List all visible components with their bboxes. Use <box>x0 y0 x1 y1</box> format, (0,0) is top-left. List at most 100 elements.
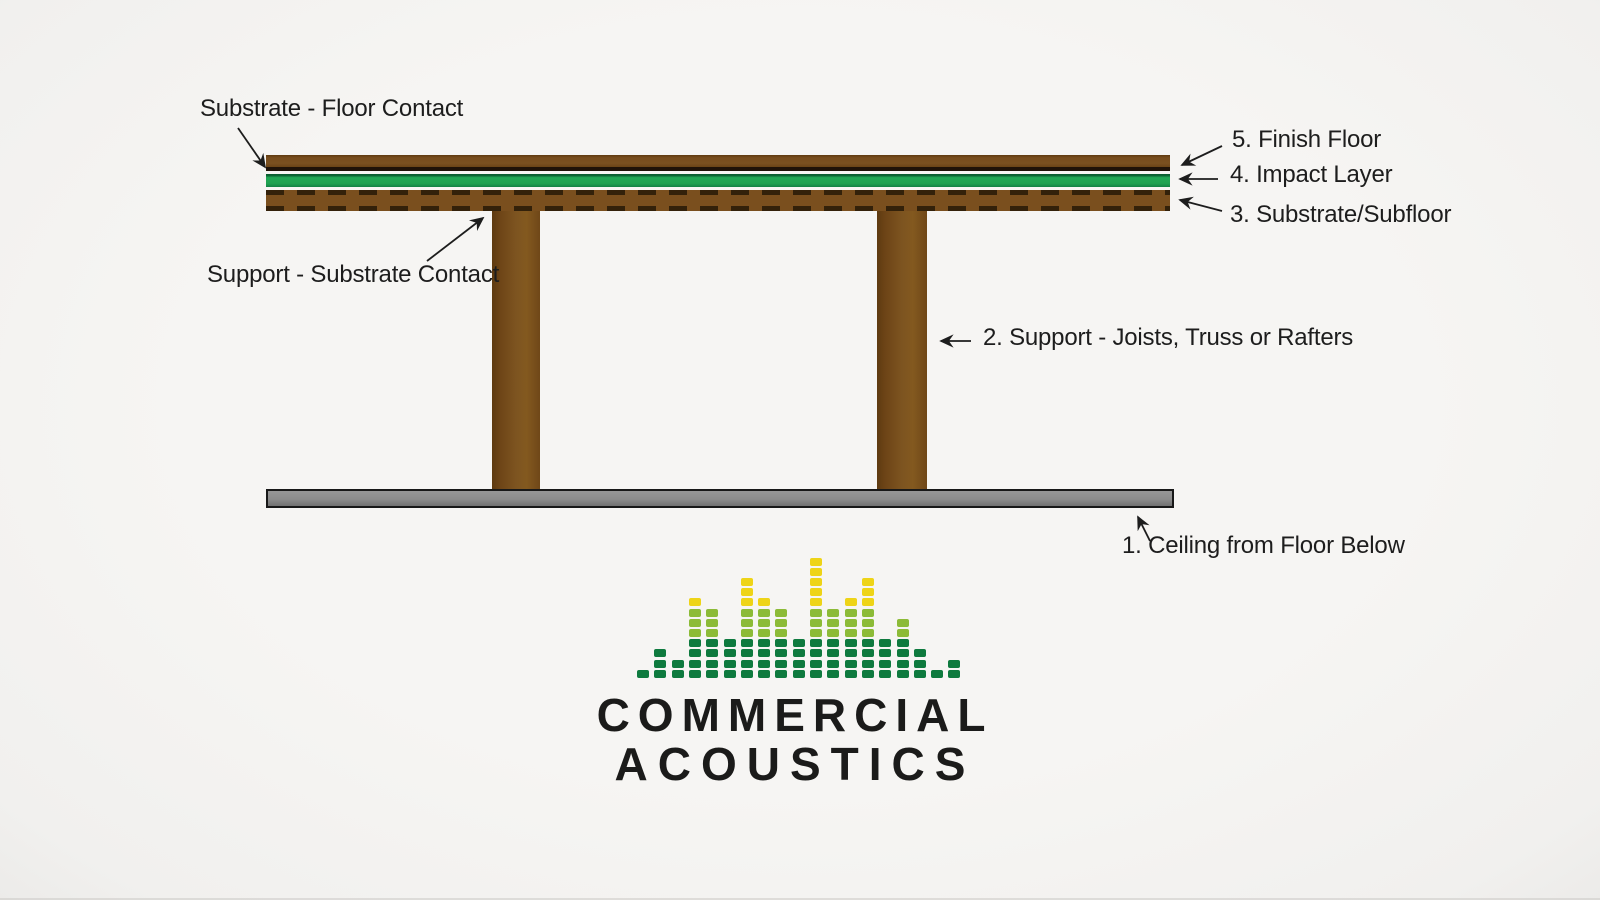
eq-block <box>671 669 684 678</box>
eq-block <box>827 659 840 668</box>
support-joist-left <box>492 206 540 489</box>
eq-block <box>723 659 736 668</box>
eq-block <box>896 618 909 627</box>
eq-block <box>706 618 719 627</box>
eq-block <box>792 649 805 658</box>
eq-block <box>913 659 926 668</box>
impact-layer <box>266 174 1170 187</box>
eq-block <box>654 659 667 668</box>
eq-block <box>740 608 753 617</box>
eq-block <box>740 618 753 627</box>
eq-block <box>740 669 753 678</box>
eq-block <box>810 639 822 648</box>
eq-block <box>723 649 736 658</box>
eq-block <box>758 608 771 617</box>
label-substrate-floor-contact: Substrate - Floor Contact <box>200 95 464 122</box>
eq-block <box>688 669 701 678</box>
eq-block <box>861 649 874 658</box>
eq-block <box>688 639 701 648</box>
eq-block <box>810 618 822 627</box>
arrow-finish-floor <box>1180 145 1223 166</box>
label-finish-floor: 5. Finish Floor <box>1232 126 1382 153</box>
eq-block <box>844 669 857 678</box>
eq-block <box>844 659 857 668</box>
eq-block <box>654 669 667 678</box>
eq-block <box>740 659 753 668</box>
eq-block <box>810 578 822 586</box>
eq-block <box>706 659 719 668</box>
label-substrate-subfloor: 3. Substrate/Subfloor <box>1230 201 1452 228</box>
eq-block <box>844 608 857 617</box>
eq-block <box>637 669 649 678</box>
eq-block <box>706 608 719 617</box>
eq-block <box>706 639 719 648</box>
eq-block <box>688 629 701 637</box>
eq-block <box>723 639 736 648</box>
eq-block <box>706 669 719 678</box>
eq-block <box>740 649 753 658</box>
eq-block <box>810 608 822 617</box>
eq-block <box>861 639 874 648</box>
eq-block <box>740 578 753 586</box>
eq-block <box>827 608 840 617</box>
eq-block <box>688 598 701 607</box>
eq-block <box>758 669 771 678</box>
eq-block <box>688 618 701 627</box>
eq-block <box>810 669 822 678</box>
eq-block <box>913 669 926 678</box>
eq-block <box>758 639 771 648</box>
eq-block <box>827 639 840 648</box>
eq-block <box>775 649 788 658</box>
eq-block <box>948 669 961 678</box>
eq-block <box>810 567 822 576</box>
finish-floor-layer <box>266 155 1170 171</box>
label-impact-layer: 4. Impact Layer <box>1230 161 1393 188</box>
substrate-bottom-dashes <box>266 206 1170 211</box>
ceiling-layer <box>266 489 1174 508</box>
arrow-substrate-floor-contact <box>237 127 267 169</box>
eq-block <box>723 669 736 678</box>
eq-block <box>861 608 874 617</box>
eq-block <box>740 629 753 637</box>
eq-block <box>810 557 822 566</box>
eq-block <box>896 649 909 658</box>
eq-block <box>844 598 857 607</box>
arrow-substrate-subfloor <box>1178 196 1223 212</box>
eq-block <box>861 669 874 678</box>
eq-block <box>654 649 667 658</box>
eq-block <box>896 669 909 678</box>
eq-block <box>792 639 805 648</box>
support-joist-right <box>877 206 927 489</box>
eq-block <box>775 639 788 648</box>
eq-block <box>775 618 788 627</box>
arrow-support-substrate-contact <box>426 216 485 262</box>
eq-block <box>844 618 857 627</box>
logo-text-line2: ACOUSTICS <box>614 738 976 790</box>
eq-block <box>827 629 840 637</box>
eq-block <box>775 608 788 617</box>
eq-block <box>758 598 771 607</box>
eq-block <box>844 649 857 658</box>
eq-block <box>688 659 701 668</box>
logo-text-line1: COMMERCIAL <box>596 689 994 741</box>
eq-block <box>861 598 874 607</box>
eq-block <box>758 649 771 658</box>
eq-block <box>948 659 961 668</box>
eq-block <box>706 649 719 658</box>
eq-block <box>688 608 701 617</box>
eq-block <box>896 659 909 668</box>
eq-block <box>879 639 892 648</box>
eq-block <box>792 669 805 678</box>
eq-block <box>775 629 788 637</box>
substrate-top-dashes <box>266 190 1170 195</box>
eq-block <box>844 629 857 637</box>
eq-block <box>758 659 771 668</box>
eq-block <box>810 649 822 658</box>
eq-block <box>740 588 753 597</box>
eq-block <box>775 669 788 678</box>
eq-block <box>810 659 822 668</box>
eq-block <box>758 629 771 637</box>
eq-block <box>810 588 822 597</box>
equalizer-icon <box>637 556 961 680</box>
